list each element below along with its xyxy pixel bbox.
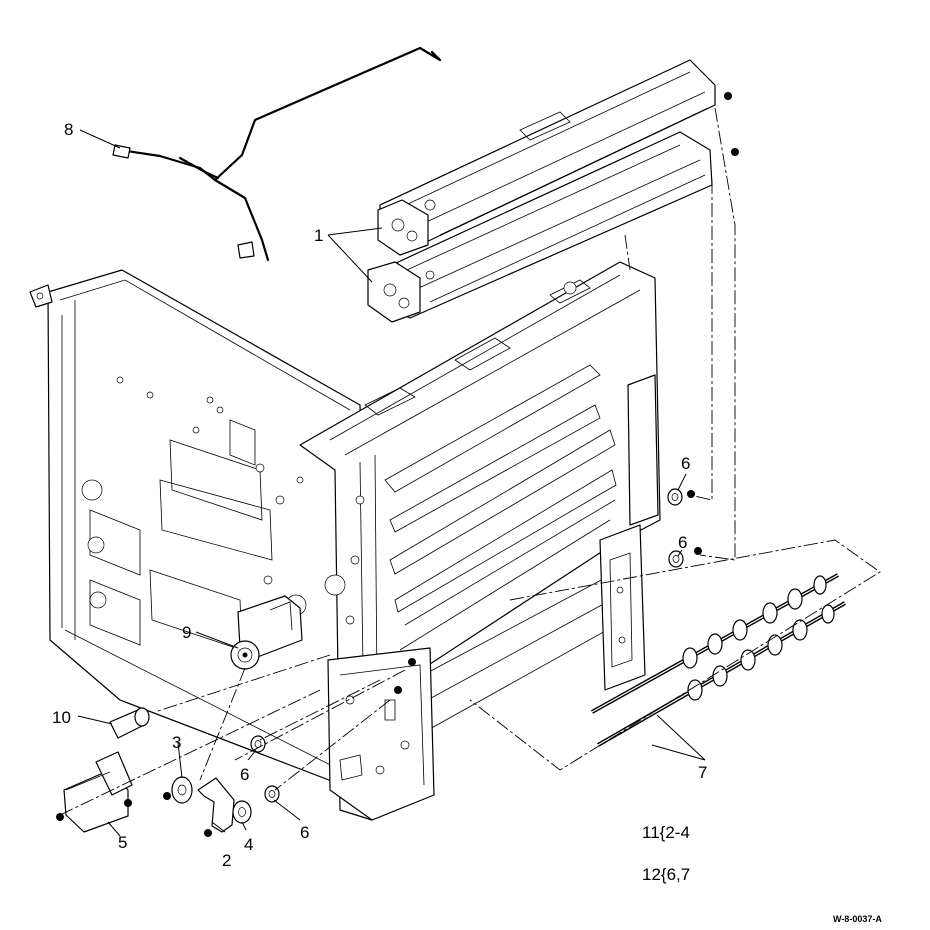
callout-6-left-lower: 6 — [300, 823, 309, 842]
figure-reference: W-8-0037-A — [833, 914, 882, 924]
bushing-right-lower — [668, 547, 702, 568]
callout-leader-lines — [77, 129, 706, 837]
callout-4: 4 — [244, 835, 253, 854]
assembly-center-lines — [59, 107, 881, 816]
gear-item-4 — [232, 800, 252, 824]
left-side-frame-panel — [29, 269, 373, 791]
bracket-screws — [394, 658, 416, 694]
callout-10: 10 — [52, 708, 71, 727]
callout-7: 7 — [698, 763, 707, 782]
feed-assembly-upper — [377, 59, 716, 256]
kit-note-11: 11{2-4 — [642, 823, 690, 842]
callout-3: 3 — [172, 733, 181, 752]
callout-1: 1 — [314, 226, 323, 245]
callout-6-right-lower: 6 — [678, 533, 687, 552]
feed-assembly-lower — [367, 131, 713, 323]
link-arm — [197, 777, 235, 837]
cylinder-part — [109, 707, 150, 739]
feed-assembly-screws — [724, 92, 739, 156]
callout-6-left-upper: 6 — [240, 765, 249, 784]
callout-2: 2 — [222, 851, 231, 870]
bracket — [56, 751, 133, 833]
wire-harness — [112, 46, 442, 262]
callout-8: 8 — [64, 120, 73, 139]
callout-5: 5 — [118, 833, 127, 852]
roller-shaft-upper — [591, 573, 839, 714]
bushing-left-upper — [250, 735, 266, 753]
kit-note-12: 12{6,7 — [642, 865, 690, 884]
bushing-right-upper — [667, 488, 695, 506]
callout-6-right-upper: 6 — [681, 454, 690, 473]
callout-9: 9 — [182, 623, 191, 642]
gear-item-3 — [163, 776, 193, 804]
lower-bracket-panel — [327, 647, 435, 821]
